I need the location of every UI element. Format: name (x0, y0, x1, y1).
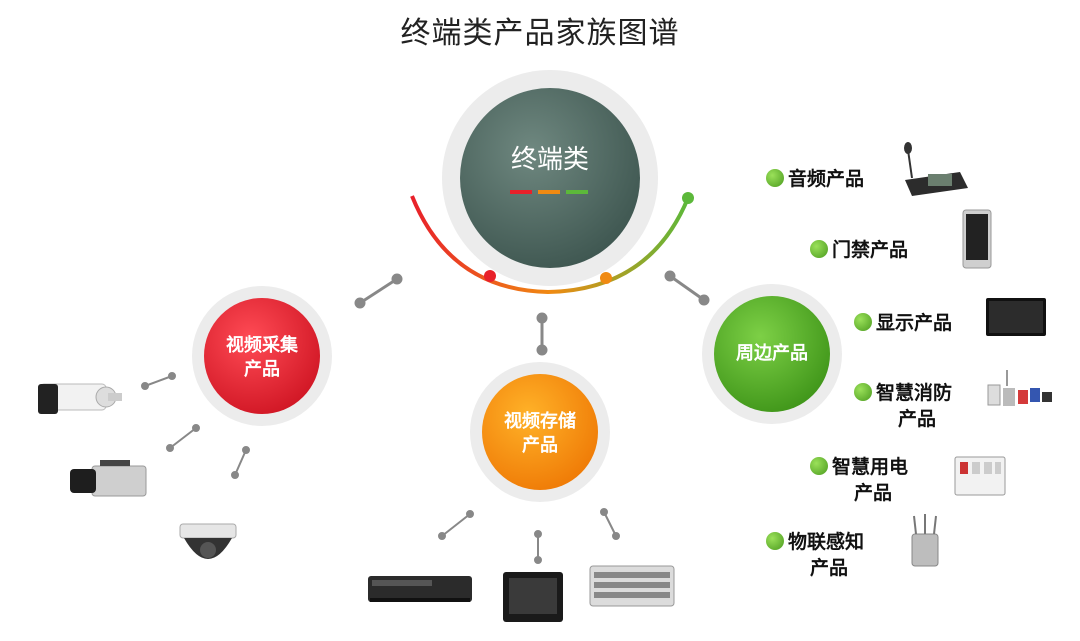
storage-label-line2: 产品 (522, 435, 558, 457)
storage-node[interactable]: 视频存储 产品 (490, 410, 590, 459)
green-dot-icon (766, 169, 784, 187)
diagram-title: 终端类产品家族图谱 (400, 16, 680, 51)
iot-sensor-icon (911, 514, 939, 567)
peripheral-item-label-line2: 产品 (854, 481, 893, 504)
capture-connectors (141, 372, 250, 479)
peripheral-item-access[interactable]: 门禁产品 (810, 238, 908, 264)
storage-monitor-icon (503, 572, 563, 622)
capture-label-line1: 视频采集 (226, 335, 298, 356)
peripheral-label: 周边产品 (736, 343, 808, 364)
green-dot-icon (810, 240, 828, 258)
green-dot-icon (766, 532, 784, 550)
peripheral-item-label-line2: 产品 (898, 407, 937, 430)
peripheral-item-display[interactable]: 显示产品 (854, 311, 952, 337)
center-arc (410, 195, 690, 295)
green-dot-icon (854, 313, 872, 331)
capture-node[interactable]: 视频采集 产品 (212, 334, 312, 383)
storage-label-line1: 视频存储 (504, 411, 576, 432)
arc-dot-orange (600, 272, 612, 284)
green-dot-icon (810, 457, 828, 475)
capture-circle (204, 298, 320, 414)
box-camera-icon (70, 460, 147, 497)
peripheral-item-label: 智慧消防 (876, 382, 953, 404)
nvr-icon (368, 576, 472, 602)
arc-dot-red (484, 270, 496, 282)
capture-label-line2: 产品 (244, 359, 280, 381)
peripheral-node[interactable]: 周边产品 (722, 342, 822, 366)
center-label: 终端类 (510, 145, 589, 175)
peripheral-item-audio[interactable]: 音频产品 (766, 167, 864, 193)
peripheral-item-label: 门禁产品 (832, 239, 909, 261)
arc-dot-green (682, 192, 694, 204)
peripheral-item-label: 显示产品 (876, 312, 953, 334)
peripheral-item-label: 音频产品 (788, 168, 865, 190)
monitor-icon (986, 298, 1046, 336)
peripheral-item-label: 智慧用电 (832, 456, 909, 478)
peripheral-item-label: 物联感知 (788, 531, 865, 553)
main-connectors (354, 270, 710, 356)
peripheral-item-fire[interactable]: 智慧消防 产品 (854, 381, 952, 432)
storage-server-icon (589, 565, 675, 607)
fire-sensor-icon (987, 370, 1052, 406)
peripheral-item-iot[interactable]: 物联感知 产品 (766, 530, 864, 581)
access-control-panel-icon (962, 209, 992, 269)
storage-circle (482, 374, 598, 490)
storage-connectors (438, 508, 620, 564)
bullet-camera-icon (38, 383, 122, 414)
circuit-breaker-icon (954, 456, 1006, 496)
center-circle (460, 88, 640, 268)
dome-camera-icon (179, 523, 237, 559)
peripheral-circle (714, 296, 830, 412)
green-dot-icon (854, 383, 872, 401)
peripheral-item-power[interactable]: 智慧用电 产品 (810, 455, 908, 506)
peripheral-item-label-line2: 产品 (810, 556, 849, 579)
desk-phone-icon (904, 142, 968, 196)
